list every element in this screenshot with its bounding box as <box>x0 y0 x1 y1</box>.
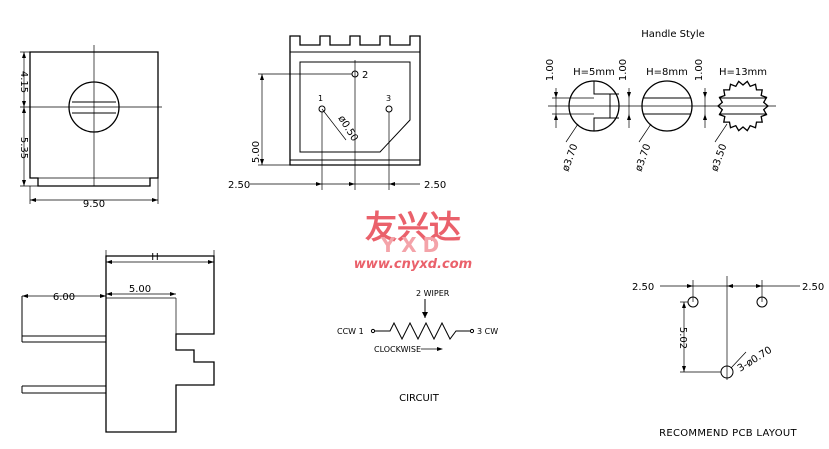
handle-style-3: 1.00 H=13mm ø3.50 <box>694 59 776 173</box>
handle-2-h-label: H=8mm <box>646 67 688 78</box>
top-spacing-right-label: 2.50 <box>424 180 446 191</box>
circuit-cw-label: 3 CW <box>477 327 498 336</box>
handle-2-dim-top: 1.00 <box>618 59 629 81</box>
watermark-url: www.cnyxd.com <box>354 257 472 272</box>
circuit-wiper-label: 2 WIPER <box>416 289 450 298</box>
pcb-dim-height: 5.02 <box>677 327 688 349</box>
handle-3-dia: ø3.50 <box>709 143 729 173</box>
circuit-ccw-label: CCW 1 <box>337 327 364 336</box>
handle-2-dia: ø3.70 <box>633 143 653 173</box>
handle-3-h-label: H=13mm <box>719 67 767 78</box>
handle-style-title: Handle Style <box>641 29 705 40</box>
handle-1-dim-top: 1.00 <box>545 59 556 81</box>
side-5-label: 5.00 <box>129 284 151 295</box>
pcb-layout-title: RECOMMEND PCB LAYOUT <box>659 428 797 439</box>
pcb-holes-label: 3-ø0.70 <box>736 345 774 375</box>
side-view: H 6.00 5.00 <box>21 250 215 433</box>
watermark-brand: YXD <box>380 233 446 257</box>
pcb-dim-right: 2.50 <box>802 282 824 293</box>
hole-dia-label: ø0.50 <box>335 114 359 144</box>
handle-style-section: Handle Style 1.00 H=5mm ø3.70 1.00 <box>545 29 776 173</box>
handle-1-h-label: H=5mm <box>573 67 615 78</box>
side-6-label: 6.00 <box>53 292 75 303</box>
handle-style-1: 1.00 H=5mm ø3.70 <box>545 59 625 173</box>
side-h-label: H <box>151 252 159 263</box>
pin-3-label: 3 <box>386 94 391 103</box>
pcb-layout: 2.50 2.50 5.02 3-ø0.70 RECOMMEND PCB LAY… <box>632 276 824 439</box>
handle-style-2: 1.00 H=8mm ø3.70 <box>618 59 700 173</box>
handle-1-dia: ø3.70 <box>560 143 580 173</box>
front-height-bottom-label: 5.35 <box>18 137 29 159</box>
circuit-diagram: 2 WIPER CCW 1 3 CW CLOCKWISE CIRCUIT <box>337 289 498 404</box>
watermark-logo: 友兴达 YXD www.cnyxd.com <box>354 208 472 272</box>
circuit-clockwise-label: CLOCKWISE <box>374 345 421 354</box>
top-spacing-left-label: 2.50 <box>228 180 250 191</box>
pin-1-label: 1 <box>318 94 323 103</box>
top-height-label: 5.00 <box>251 141 262 163</box>
pin-2-label: 2 <box>362 70 368 81</box>
watermark-chinese: 友兴达 <box>365 208 461 246</box>
front-height-top-label: 4.15 <box>18 71 29 93</box>
circuit-title: CIRCUIT <box>399 393 440 404</box>
pcb-dim-left: 2.50 <box>632 282 654 293</box>
handle-3-dim-top: 1.00 <box>694 59 705 81</box>
front-width-label: 9.50 <box>83 199 105 210</box>
front-view: 4.15 5.35 9.50 <box>18 45 162 210</box>
top-view: 2 1 3 ø0.50 5.00 2.50 2.50 <box>228 35 446 191</box>
